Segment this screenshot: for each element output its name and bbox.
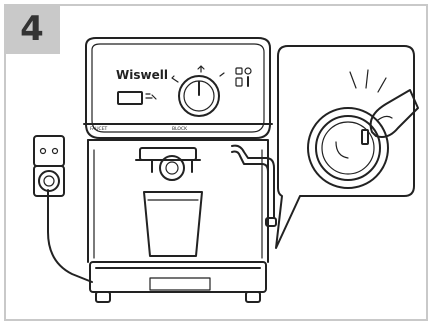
faucet-label: FAUCET (90, 126, 108, 132)
wall-socket (34, 136, 64, 196)
power-cord (48, 190, 92, 282)
highlight-rays (350, 70, 386, 92)
selector-knob (172, 66, 224, 116)
mode-icons (236, 68, 251, 86)
finger-icon (371, 90, 418, 137)
step-number: 4 (20, 12, 44, 46)
brand-logo: Wiswell (116, 68, 168, 82)
callout-bubble (276, 46, 414, 248)
group-head (136, 148, 200, 180)
block-label: BLOCK (172, 126, 188, 132)
cup (144, 192, 202, 256)
power-button-zoom (308, 108, 388, 188)
steam-wand (232, 146, 276, 226)
step-badge: 4 (4, 4, 60, 54)
control-panel (84, 38, 272, 138)
indicator-window (118, 92, 156, 104)
machine-base (90, 262, 266, 302)
